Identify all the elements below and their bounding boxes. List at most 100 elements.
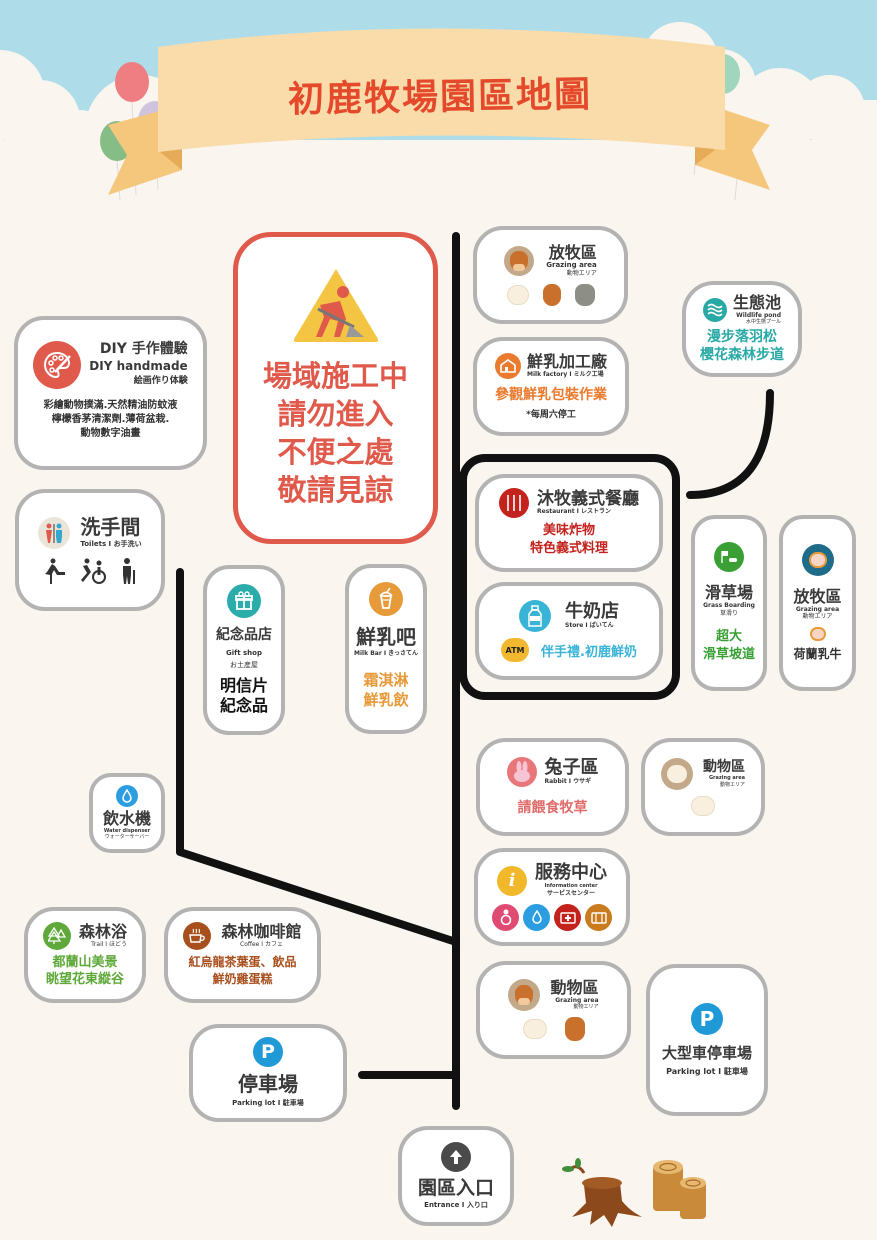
coffee-desc: 鮮奶雞蛋糕 bbox=[212, 972, 273, 986]
info-center-title: 服務中心 bbox=[535, 862, 607, 884]
milk-bar-title: 鮮乳吧 bbox=[356, 625, 416, 649]
baby-changing-icon bbox=[45, 558, 65, 584]
wildlife-pond-en: Wildlife pond bbox=[736, 311, 781, 319]
nursing-room-icon[interactable] bbox=[492, 903, 519, 931]
restaurant-desc: 特色義式料理 bbox=[529, 541, 608, 556]
grazing-cow-en: Grazing area bbox=[795, 605, 840, 613]
water-dispenser-jp: ウォーターサーバー bbox=[104, 834, 150, 841]
construction-worker-icon bbox=[293, 269, 378, 342]
grazing-top-title: 放牧區 bbox=[548, 242, 597, 262]
rabbit-area-card[interactable]: 兔子區 Rabbit I ウサギ 請餵食牧草 bbox=[476, 738, 629, 836]
goat-icon bbox=[691, 796, 715, 816]
parking-icon: P bbox=[691, 1003, 723, 1036]
toilets-sub: Toilets I お手洗い bbox=[80, 540, 142, 549]
rabbit-sub: Rabbit I ウサギ bbox=[544, 778, 592, 785]
construction-line: 不便之處 bbox=[277, 435, 394, 469]
sky-clouds-illustration bbox=[0, 0, 877, 220]
construction-line: 敬請見諒 bbox=[277, 473, 394, 507]
diy-en: DIY handmade bbox=[89, 359, 188, 374]
parking-icon: P bbox=[253, 1037, 283, 1068]
animal-area-bottom-card[interactable]: 動物區 Grazing area 動物エリア bbox=[476, 961, 631, 1059]
animal-goat-title: 動物區 bbox=[703, 758, 745, 775]
first-aid-icon[interactable] bbox=[554, 903, 581, 931]
coffee-desc: 紅烏龍茶葉蛋、飲品 bbox=[188, 955, 297, 969]
water-dispenser-title: 飲水機 bbox=[102, 809, 151, 829]
parking-lot-sub: Parking lot I 駐車場 bbox=[232, 1099, 304, 1108]
trees-icon bbox=[42, 922, 71, 950]
grass-boarding-title: 滑草場 bbox=[704, 583, 753, 603]
sky-header: 初鹿牧場園區地圖 bbox=[0, 0, 877, 220]
milk-store-title: 牛奶店 bbox=[565, 601, 619, 623]
restroom-icon bbox=[38, 517, 71, 549]
grass-sled-icon bbox=[714, 542, 744, 573]
grazing-top-en: Grazing area bbox=[546, 261, 597, 270]
construction-notice-card: 場域施工中 請勿進入 不便之處 敬請見諒 bbox=[233, 232, 438, 544]
gift-icon bbox=[227, 583, 261, 618]
grazing-cow-title: 放牧區 bbox=[793, 586, 842, 606]
horse-icon bbox=[564, 1017, 585, 1041]
grass-boarding-jp: 草滑り bbox=[719, 609, 738, 617]
diy-handmade-card[interactable]: DIY 手作體驗 DIY handmade 絵画作り体験 彩繪動物撲滿.天然精油… bbox=[14, 316, 207, 470]
drink-cup-icon bbox=[369, 582, 403, 616]
parking-lot-card[interactable]: P 停車場 Parking lot I 駐車場 bbox=[189, 1024, 347, 1122]
info-center-jp: サービスセンター bbox=[546, 889, 595, 897]
animal-bottom-en: Grazing area bbox=[555, 996, 599, 1004]
water-waves-icon bbox=[702, 297, 727, 322]
rabbit-icon bbox=[506, 757, 537, 787]
construction-line: 場域施工中 bbox=[262, 359, 408, 393]
diy-desc: 彩繪動物撲滿.天然精油防蚊液 bbox=[43, 400, 178, 411]
construction-line: 請勿進入 bbox=[277, 397, 394, 431]
milk-factory-card[interactable]: 鮮乳加工廠 Milk factory I ミルク工場 參觀鮮乳包裝作業 *每周六… bbox=[473, 337, 629, 436]
information-center-card[interactable]: i 服務中心 Information center サービスセンター bbox=[474, 848, 630, 946]
milk-store-sub: Store I ばいてん bbox=[565, 622, 614, 629]
goat-icon bbox=[506, 285, 529, 306]
gift-shop-en: Gift shop bbox=[226, 649, 262, 658]
elderly-icon bbox=[123, 557, 135, 584]
gift-shop-desc: 明信片 bbox=[219, 676, 268, 696]
entrance-title: 園區入口 bbox=[417, 1176, 494, 1199]
diy-title: DIY 手作體驗 bbox=[99, 340, 188, 357]
wildlife-pond-title: 生態池 bbox=[732, 293, 781, 313]
parking-lot-title: 停車場 bbox=[238, 1072, 298, 1097]
animal-area-goat-card[interactable]: 動物區 Grazing area 動物エリア bbox=[641, 738, 765, 836]
goat-icon bbox=[661, 758, 693, 790]
coffee-cup-icon bbox=[183, 922, 212, 950]
water-drop-icon bbox=[116, 785, 138, 808]
palette-icon bbox=[33, 341, 82, 389]
milk-factory-sub: Milk factory I ミルク工場 bbox=[526, 370, 604, 378]
wildlife-pond-desc: 漫步落羽松 bbox=[707, 328, 777, 345]
restaurant-sub: Restaurant I レストラン bbox=[537, 508, 612, 516]
milk-bar-sub: Milk Bar I きっさてん bbox=[354, 650, 418, 657]
wheelchair-icon bbox=[81, 558, 106, 584]
wildlife-pond-jp: 水中生態プール bbox=[745, 319, 781, 326]
rabbit-desc: 請餵食牧草 bbox=[517, 800, 588, 816]
luggage-icon[interactable] bbox=[585, 903, 612, 931]
grazing-area-cow-card[interactable]: 放牧區 Grazing area 動物エリア 荷蘭乳牛 bbox=[779, 515, 856, 691]
toilets-card[interactable]: 洗手間 Toilets I お手洗い bbox=[15, 489, 165, 611]
coffee-sub: Coffee I カフェ bbox=[240, 940, 283, 948]
animal-bottom-jp: 動物エリア bbox=[573, 1004, 599, 1011]
donkey-icon bbox=[574, 284, 595, 307]
gift-shop-card[interactable]: 紀念品店 Gift shop お土産屋 明信片 紀念品 bbox=[203, 565, 285, 735]
entrance-card[interactable]: 園區入口 Entrance I 入り口 bbox=[398, 1126, 514, 1226]
water-drop-icon[interactable] bbox=[523, 903, 550, 931]
forest-coffee-card[interactable]: 森林咖啡館 Coffee I カフェ 紅烏龍茶葉蛋、飲品 鮮奶雞蛋糕 bbox=[164, 907, 321, 1003]
cow-icon bbox=[801, 543, 834, 576]
gift-shop-title: 紀念品店 bbox=[216, 626, 272, 643]
forest-trail-card[interactable]: 森林浴 Trail I ほどう 都蘭山美景 眺望花東縱谷 bbox=[24, 907, 146, 1003]
gift-shop-jp: お土産屋 bbox=[230, 661, 258, 670]
restaurant-title: 沐牧義式餐廳 bbox=[537, 488, 639, 509]
milk-bottle-icon bbox=[519, 600, 551, 632]
milk-factory-note: *每周六停工 bbox=[526, 410, 576, 420]
restaurant-card[interactable]: 沐牧義式餐廳 Restaurant I レストラン 美味炸物 特色義式料理 bbox=[475, 474, 663, 572]
diy-desc: 檸檬香茅清潔劑.薄荷盆栽. bbox=[51, 414, 170, 425]
factory-icon bbox=[494, 353, 521, 379]
milk-bar-card[interactable]: 鮮乳吧 Milk Bar I きっさてん 霜淇淋 鮮乳飲 bbox=[345, 564, 427, 734]
wildlife-pond-card[interactable]: 生態池 Wildlife pond 水中生態プール 漫步落羽松 櫻花森林步道 bbox=[682, 281, 802, 377]
grass-boarding-card[interactable]: 滑草場 Grass Boarding 草滑り 超大 滑草坡道 bbox=[691, 515, 767, 691]
water-dispenser-card[interactable]: 飲水機 Water dispenser ウォーターサーバー bbox=[89, 773, 165, 853]
milk-store-card[interactable]: 牛奶店 Store I ばいてん ATM 伴手禮.初鹿鮮奶 bbox=[475, 582, 663, 680]
grazing-area-top-card[interactable]: 放牧區 Grazing area 動物エリア bbox=[473, 226, 628, 324]
bus-parking-card[interactable]: P 大型車停車場 Parking lot I 駐車場 bbox=[646, 964, 768, 1116]
horse-icon bbox=[542, 284, 561, 307]
